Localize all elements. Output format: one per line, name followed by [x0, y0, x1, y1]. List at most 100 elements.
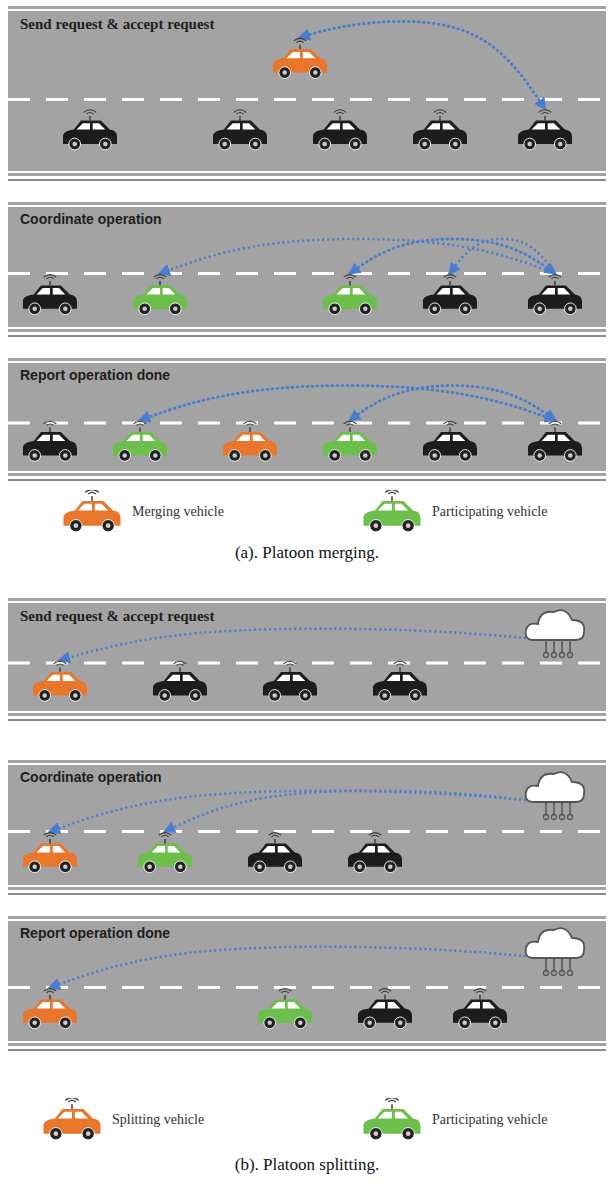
car-icon	[364, 1098, 421, 1140]
wifi-arc	[371, 835, 378, 836]
wifi-arc	[385, 1098, 398, 1100]
circuit-line	[553, 958, 555, 970]
hub	[63, 307, 68, 312]
car-window	[542, 435, 571, 441]
hub	[313, 70, 318, 75]
circuit-line	[569, 802, 571, 814]
wheel	[370, 520, 382, 532]
hub	[63, 1021, 68, 1026]
car-window	[327, 123, 356, 129]
circuit-node	[544, 971, 549, 976]
wifi-arc	[284, 661, 297, 664]
hub	[373, 523, 378, 528]
wifi-arc	[281, 991, 288, 992]
lane-divider	[8, 830, 606, 833]
road-edge	[8, 171, 606, 173]
wheel	[459, 1017, 471, 1029]
wheel	[70, 520, 82, 532]
antenna	[239, 116, 240, 121]
car-window	[287, 52, 316, 58]
hub	[463, 453, 468, 458]
hub	[413, 693, 418, 698]
legend-car	[40, 1098, 104, 1142]
hub	[568, 453, 573, 458]
legend-text: Merging vehicle	[132, 504, 224, 520]
wifi-arc	[294, 38, 307, 41]
car-window	[167, 675, 196, 681]
hub	[42, 693, 47, 698]
legend-item: Merging vehicle	[60, 490, 224, 534]
signal-arrow	[350, 386, 555, 421]
cloud-outline	[526, 610, 585, 640]
hub	[432, 307, 437, 312]
road-edge	[8, 361, 606, 363]
wheel	[59, 1017, 71, 1029]
wifi-arc	[46, 991, 53, 992]
hub	[253, 142, 257, 147]
hub	[162, 693, 167, 698]
antenna	[59, 668, 60, 673]
cloud-icon	[526, 928, 585, 975]
hub	[537, 453, 542, 458]
car-window	[337, 288, 366, 294]
wheel	[564, 303, 576, 315]
antenna	[554, 281, 555, 286]
car-icon	[64, 490, 121, 532]
hub	[153, 453, 158, 458]
wifi-arc	[174, 661, 187, 664]
antenna	[544, 116, 545, 121]
hub	[422, 142, 427, 147]
wifi-arc	[551, 424, 558, 425]
wifi-arc	[388, 1100, 396, 1102]
circuit-node	[544, 815, 549, 820]
car-icon	[258, 989, 312, 1029]
antenna	[159, 281, 160, 286]
legend-text: Participating vehicle	[432, 504, 547, 520]
hub	[73, 693, 78, 698]
road	[8, 202, 606, 332]
circuit-line	[545, 958, 547, 970]
car-icon	[423, 421, 477, 461]
antenna	[391, 496, 392, 501]
wifi-arc	[46, 277, 53, 278]
hub	[272, 693, 277, 698]
step-panel: Report operation done	[8, 916, 606, 1046]
car-window	[37, 435, 66, 441]
wheel	[169, 303, 181, 315]
wifi-arc	[156, 277, 163, 278]
wheel	[189, 690, 201, 702]
signal-arrow	[160, 239, 555, 274]
hub	[267, 1021, 272, 1026]
car-window	[127, 435, 156, 441]
legend-text: Splitting vehicle	[112, 1112, 204, 1128]
hub	[282, 70, 287, 75]
wheel	[384, 861, 396, 873]
hub	[72, 142, 77, 147]
hub	[527, 142, 532, 147]
wheel	[279, 67, 291, 79]
wheel	[59, 450, 71, 462]
wheel	[259, 450, 271, 462]
car-window	[58, 1112, 88, 1119]
hub	[193, 693, 198, 698]
wheel	[402, 520, 414, 532]
wifi-arc	[68, 1100, 76, 1102]
hub	[53, 1131, 58, 1136]
hub	[73, 523, 78, 528]
circuit-node	[560, 815, 565, 820]
hub	[357, 865, 362, 870]
legend-car	[60, 490, 124, 534]
wifi-arc	[394, 661, 407, 664]
wheel	[39, 690, 51, 702]
car-icon	[248, 833, 302, 873]
car-window	[78, 504, 108, 511]
hub	[147, 865, 152, 870]
wheel	[29, 1017, 41, 1029]
road-edge	[8, 1041, 606, 1043]
step-panel: Report operation done	[8, 358, 606, 476]
car-window	[378, 1112, 408, 1119]
wifi-arc	[279, 989, 292, 992]
car-window	[362, 846, 391, 852]
wifi-arc	[396, 664, 403, 665]
lane-divider	[8, 98, 606, 101]
